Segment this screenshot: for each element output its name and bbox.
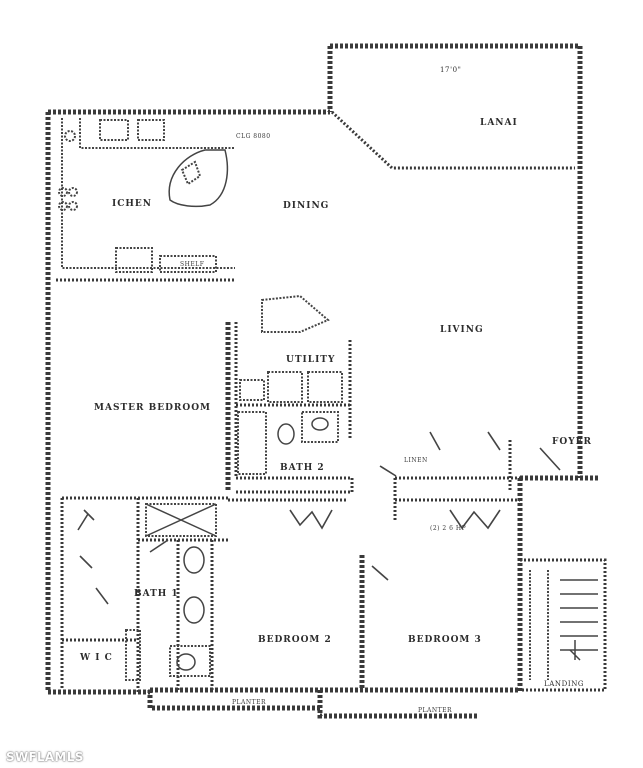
dim-lanai-top: 17'0" [440, 66, 462, 74]
label-wic: W I C [79, 653, 113, 663]
label-bath2: BATH 2 [280, 463, 325, 473]
bath1-fixtures [125, 503, 217, 681]
label-kitchen: ICHEN [112, 199, 152, 209]
label-living: LIVING [440, 325, 484, 335]
watermark: SWFLAMLS [6, 750, 84, 764]
room-labels: LANAI ICHEN DINING LIVING UTILITY MASTER… [79, 118, 592, 688]
label-master-bedroom: MASTER BEDROOM [94, 403, 211, 413]
dim-bedroom-closet: (2) 2 6 HP [430, 525, 466, 532]
dim-planter-left: PLANTER [232, 699, 266, 706]
label-bedroom2: BEDROOM 2 [258, 635, 332, 645]
dim-kitchen-ceiling: CLG 8080 [236, 133, 271, 140]
label-utility: UTILITY [286, 355, 335, 365]
stairs [529, 570, 598, 680]
dimension-labels: 17'0" CLG 8080 SHELF (2) 2 6 HP LINEN PL… [180, 66, 466, 714]
dim-linen: LINEN [404, 457, 428, 464]
label-lanai: LANAI [480, 118, 518, 128]
label-bedroom3: BEDROOM 3 [408, 635, 482, 645]
label-bath1: BATH 1 [134, 589, 179, 599]
label-landing: LANDING [544, 680, 584, 688]
dim-dining-shelf: SHELF [180, 261, 204, 268]
label-dining: DINING [283, 201, 329, 211]
dim-planter-right: PLANTER [418, 707, 452, 714]
door-swings [77, 431, 561, 605]
utility-fixtures [237, 294, 343, 475]
exterior-walls [45, 43, 607, 719]
kitchen-fixtures [58, 118, 235, 273]
label-foyer: FOYER [552, 437, 592, 447]
